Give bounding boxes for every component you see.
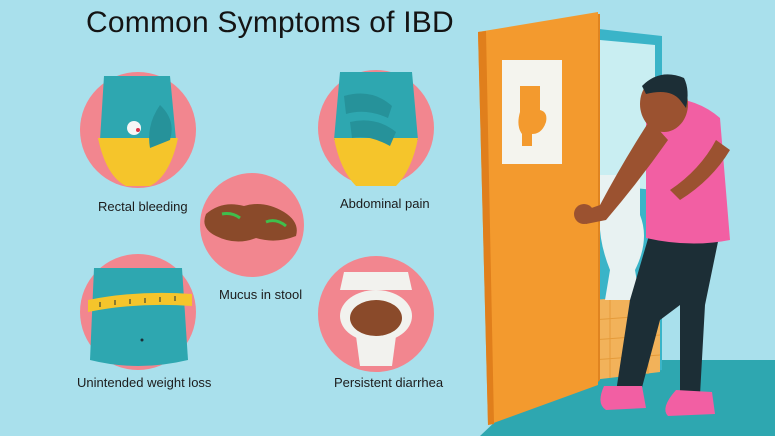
arm-on-belly [670,140,730,200]
toilet-sign-icon [518,86,547,146]
left-shoe [600,386,646,410]
abdominal-pain-illustration [318,70,434,186]
arm-to-door [580,120,668,224]
diarrhea-illustration [318,256,434,372]
right-shoe [665,390,715,416]
label-rectal-bleeding: Rectal bleeding [98,199,188,214]
mucus-in-stool-illustration [200,173,304,277]
label-mucus-in-stool: Mucus in stool [219,287,303,302]
weight-loss-illustration [80,254,196,370]
shirt [646,98,730,244]
rectal-bleeding-illustration [80,72,196,188]
person-figure [574,74,730,416]
page-title: Common Symptoms of IBD [86,6,454,39]
label-abdominal-pain: Abdominal pain [340,196,430,211]
hair [642,74,688,108]
hand-on-door [574,204,594,224]
label-persistent-diarrhea: Persistent diarrhea [334,375,444,390]
label-weight-loss: Unintended weight loss [77,375,212,390]
pants [616,232,720,395]
door-edge [478,31,494,425]
